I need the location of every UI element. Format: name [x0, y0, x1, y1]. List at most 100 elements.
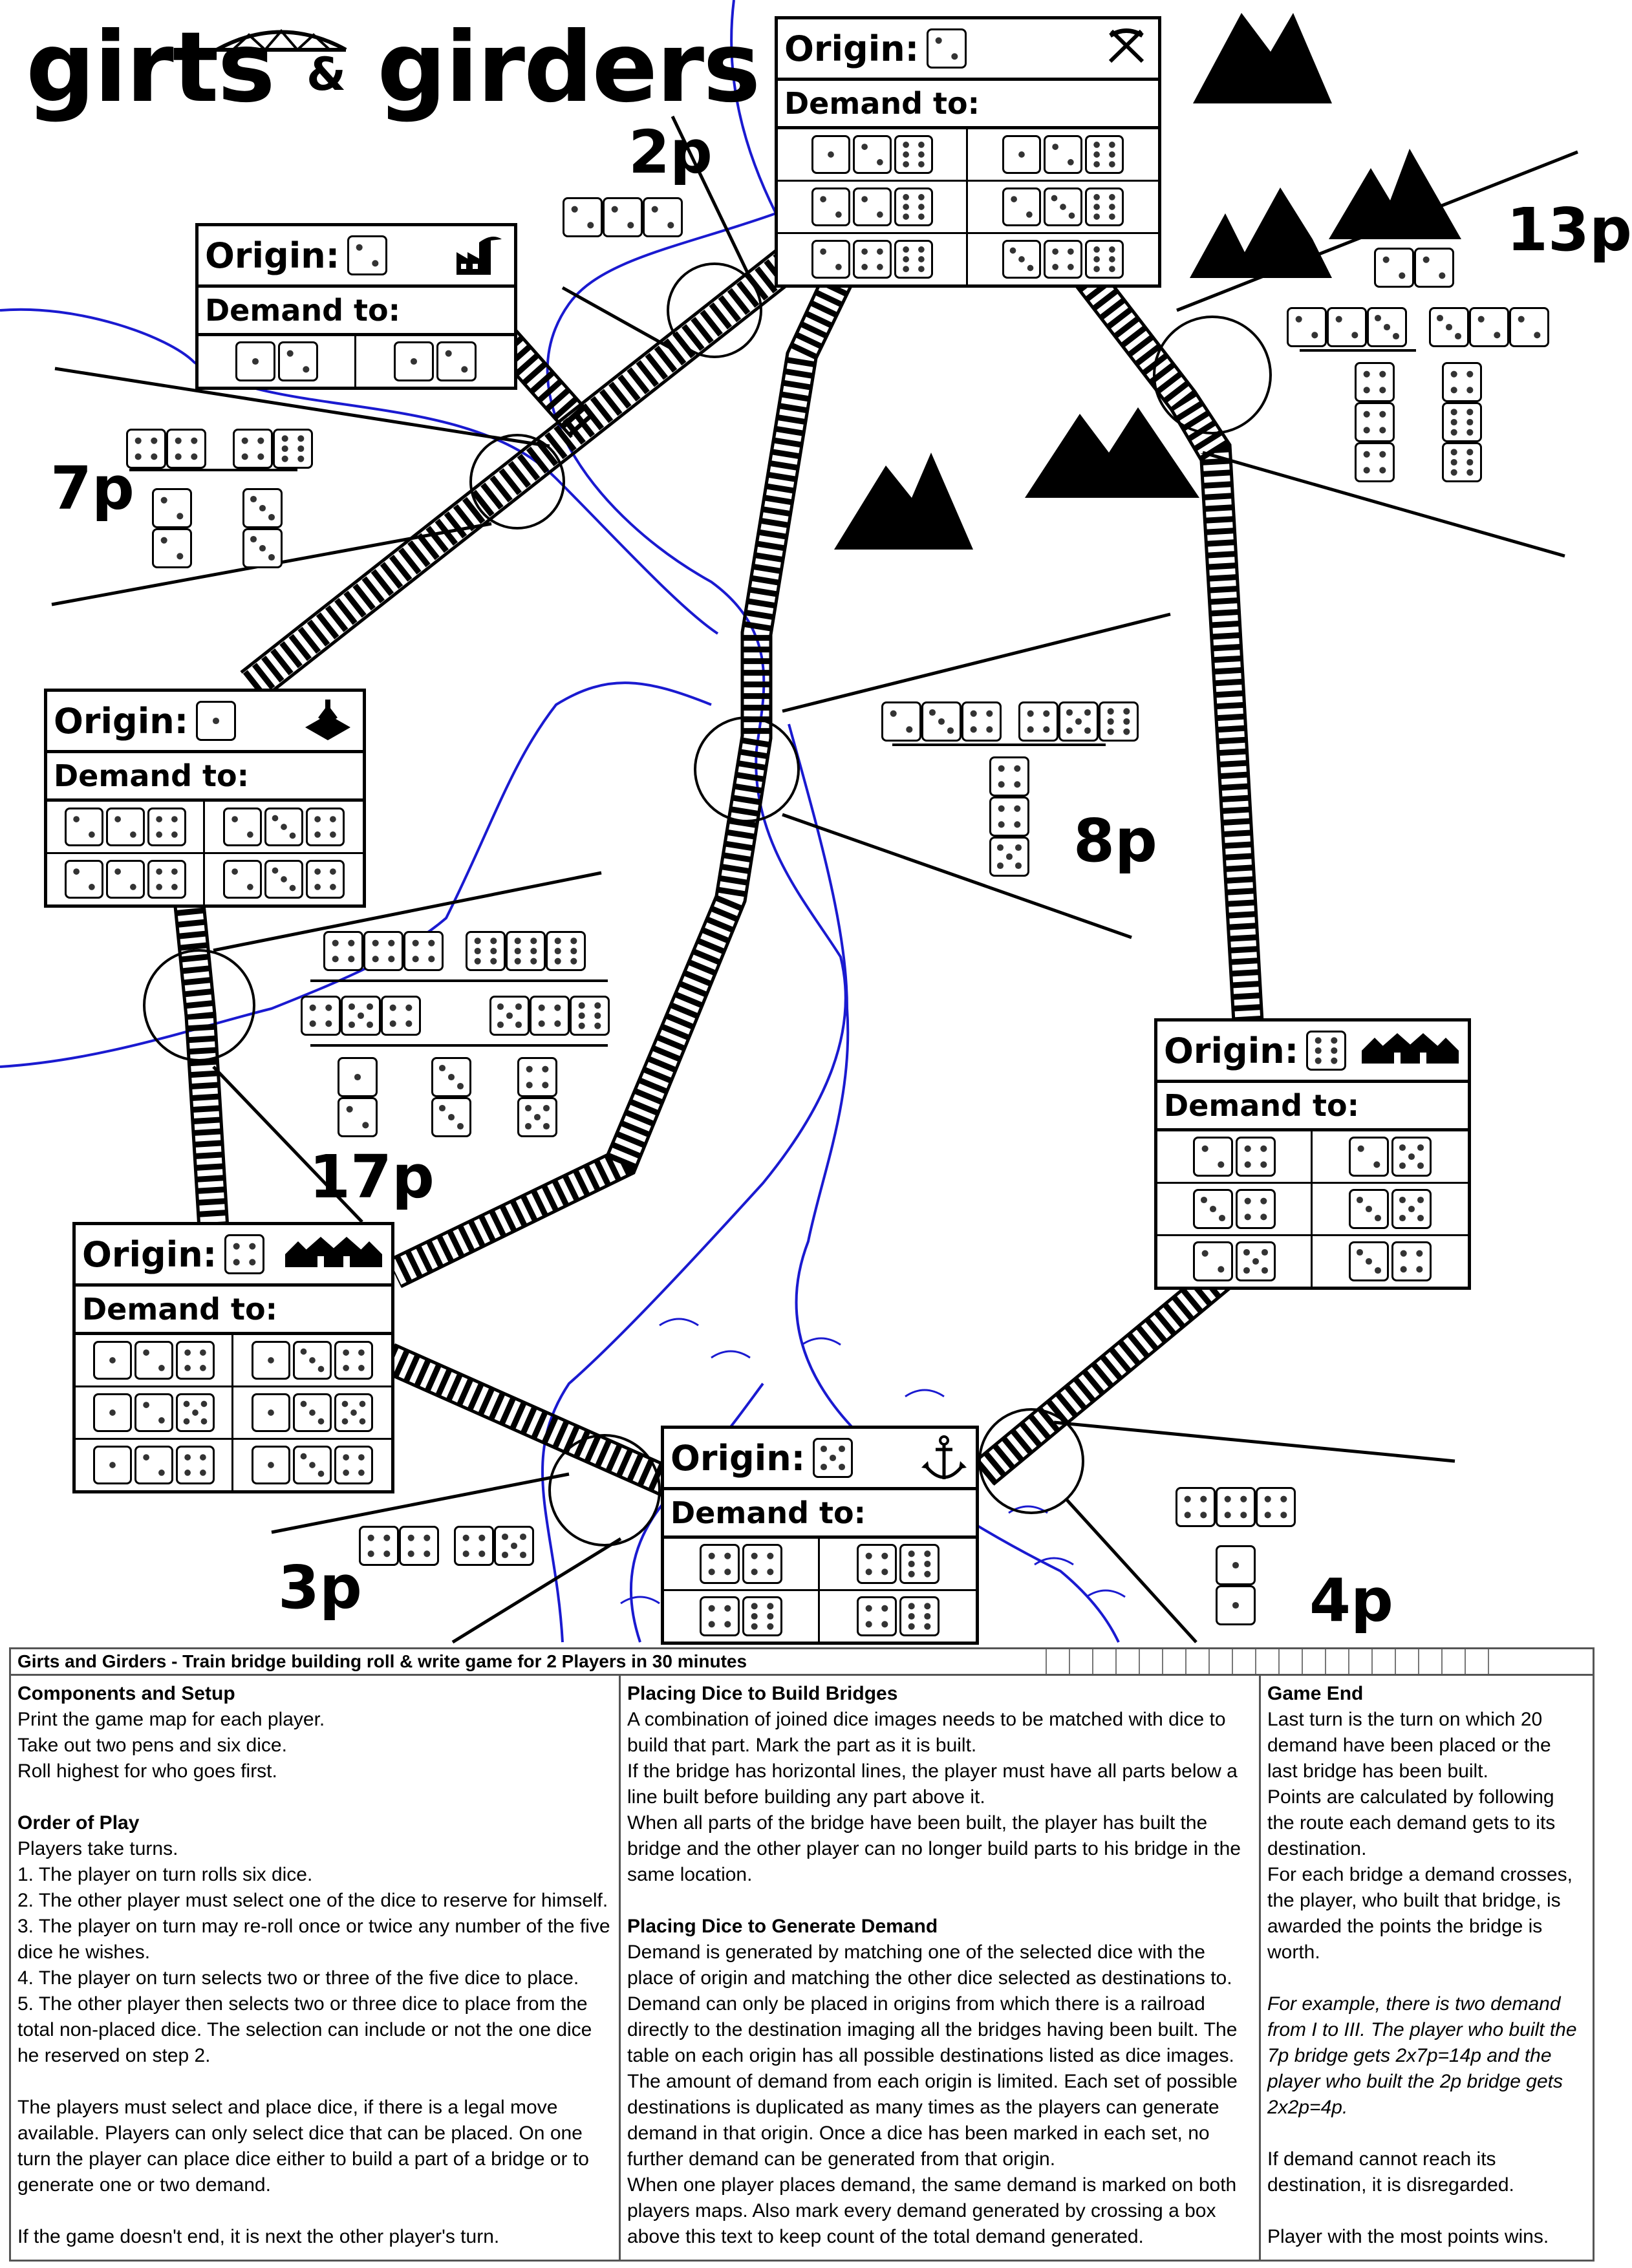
die-4-icon [1216, 1487, 1256, 1527]
bridge-part[interactable] [359, 1526, 439, 1566]
demand-cell[interactable] [778, 234, 968, 284]
bridge-part[interactable] [323, 931, 444, 971]
die-4-icon [359, 1526, 399, 1566]
demand-counter-box[interactable] [1325, 1649, 1348, 1674]
bridge-part[interactable] [1018, 701, 1139, 742]
bridge-part[interactable] [301, 996, 421, 1036]
die-4-icon [1256, 1487, 1296, 1527]
demand-counter-box[interactable] [1441, 1649, 1465, 1674]
die-5-icon [1058, 701, 1099, 742]
bridge-part[interactable] [466, 931, 586, 971]
demand-counter-box[interactable] [1232, 1649, 1255, 1674]
bridge-part[interactable] [1355, 362, 1395, 482]
demand-cell[interactable] [47, 802, 205, 854]
demand-cell[interactable] [664, 1591, 820, 1642]
demand-counter-box[interactable] [1069, 1649, 1092, 1674]
demand-cell[interactable] [47, 854, 205, 904]
demand-counter-box[interactable] [1418, 1649, 1441, 1674]
bridge-part[interactable] [1287, 307, 1407, 347]
demand-cell[interactable] [76, 1440, 233, 1490]
bridge-part[interactable] [233, 429, 313, 469]
die-1-icon [1002, 135, 1041, 174]
demand-cell[interactable] [233, 1440, 391, 1490]
demand-cell[interactable] [1313, 1131, 1468, 1184]
bridge-part[interactable] [1429, 307, 1549, 347]
demand-cell[interactable] [820, 1591, 976, 1642]
demand-cell[interactable] [968, 182, 1158, 234]
bridge-part[interactable] [563, 197, 683, 237]
demand-cell[interactable] [233, 1387, 391, 1440]
bridge-part[interactable] [454, 1526, 534, 1566]
demand-cell[interactable] [76, 1335, 233, 1387]
demand-counter-box[interactable] [1348, 1649, 1371, 1674]
rules-text: The amount of demand from each origin is… [627, 2071, 1238, 2170]
bridge-part[interactable] [152, 488, 192, 568]
die-6-icon [1099, 701, 1139, 742]
demand-counter-box[interactable] [1465, 1649, 1488, 1674]
demand-cell[interactable] [205, 802, 363, 854]
bridge-part[interactable] [881, 701, 1002, 742]
demand-counter-box[interactable] [1162, 1649, 1185, 1674]
demand-counter-box[interactable] [1371, 1649, 1395, 1674]
rules-text: If the game doesn't end, it is next the … [17, 2226, 500, 2247]
demand-counter-box[interactable] [1255, 1649, 1278, 1674]
bridge-level-line [1300, 349, 1416, 352]
die-2-icon [1414, 248, 1454, 288]
demand-cell[interactable] [205, 854, 363, 904]
bridge-part[interactable] [1176, 1487, 1296, 1527]
demand-counter-box[interactable] [1185, 1649, 1208, 1674]
demand-cell[interactable] [356, 336, 514, 387]
bridge-part[interactable] [989, 756, 1029, 877]
die-5-icon [517, 1097, 557, 1137]
demand-cell[interactable] [1157, 1184, 1313, 1236]
rules-example-text: For example, there is two demand from I … [1267, 1993, 1577, 2118]
demand-counter-box[interactable] [1115, 1649, 1139, 1674]
demand-cell[interactable] [664, 1539, 820, 1591]
die-2-icon [134, 1446, 173, 1484]
demand-counter-box[interactable] [1139, 1649, 1162, 1674]
die-1-icon [235, 341, 275, 381]
demand-counter-box[interactable] [1302, 1649, 1325, 1674]
demand-cell[interactable] [820, 1539, 976, 1591]
die-3-icon [242, 528, 283, 568]
demand-counter-box[interactable] [1395, 1649, 1418, 1674]
demand-cell[interactable] [778, 182, 968, 234]
demand-cell[interactable] [233, 1335, 391, 1387]
die-4-icon [175, 1341, 215, 1380]
bridge-points-label: 13p [1507, 195, 1632, 264]
demand-cell[interactable] [1313, 1184, 1468, 1236]
bridge-part[interactable] [338, 1057, 378, 1137]
die-2-icon [811, 240, 850, 279]
demand-cell[interactable] [1157, 1236, 1313, 1287]
die-4-icon [1044, 240, 1082, 279]
die-4-icon [1355, 442, 1395, 482]
bridge-part[interactable] [1442, 362, 1482, 482]
die-5-icon [489, 996, 530, 1036]
bridge-part[interactable] [242, 488, 283, 568]
rules-text: A combination of joined dice images need… [627, 1709, 1226, 1756]
demand-cell[interactable] [968, 234, 1158, 284]
bridge-part[interactable] [517, 1057, 557, 1137]
demand-cell[interactable] [76, 1387, 233, 1440]
die-5-icon [494, 1526, 534, 1566]
demand-counter-box[interactable] [1488, 1649, 1511, 1674]
demand-cell[interactable] [968, 129, 1158, 182]
demand-cell[interactable] [1157, 1131, 1313, 1184]
demand-counter-box[interactable] [1092, 1649, 1115, 1674]
demand-counter-box[interactable] [1278, 1649, 1302, 1674]
demand-counter-box[interactable] [1208, 1649, 1232, 1674]
die-5-icon [175, 1393, 215, 1432]
bridge-part[interactable] [1374, 248, 1454, 288]
die-1-icon [1216, 1545, 1256, 1585]
die-4-icon [1235, 1189, 1276, 1229]
bridge-part[interactable] [489, 996, 610, 1036]
die-3-icon [293, 1341, 332, 1380]
bridge-part[interactable] [126, 429, 206, 469]
demand-cell[interactable] [199, 336, 356, 387]
bridge-part[interactable] [1216, 1545, 1256, 1625]
bridge-part[interactable] [431, 1057, 471, 1137]
demand-cell[interactable] [1313, 1236, 1468, 1287]
die-4-icon [961, 701, 1002, 742]
demand-cell[interactable] [778, 129, 968, 182]
demand-counter-box[interactable] [1046, 1649, 1069, 1674]
